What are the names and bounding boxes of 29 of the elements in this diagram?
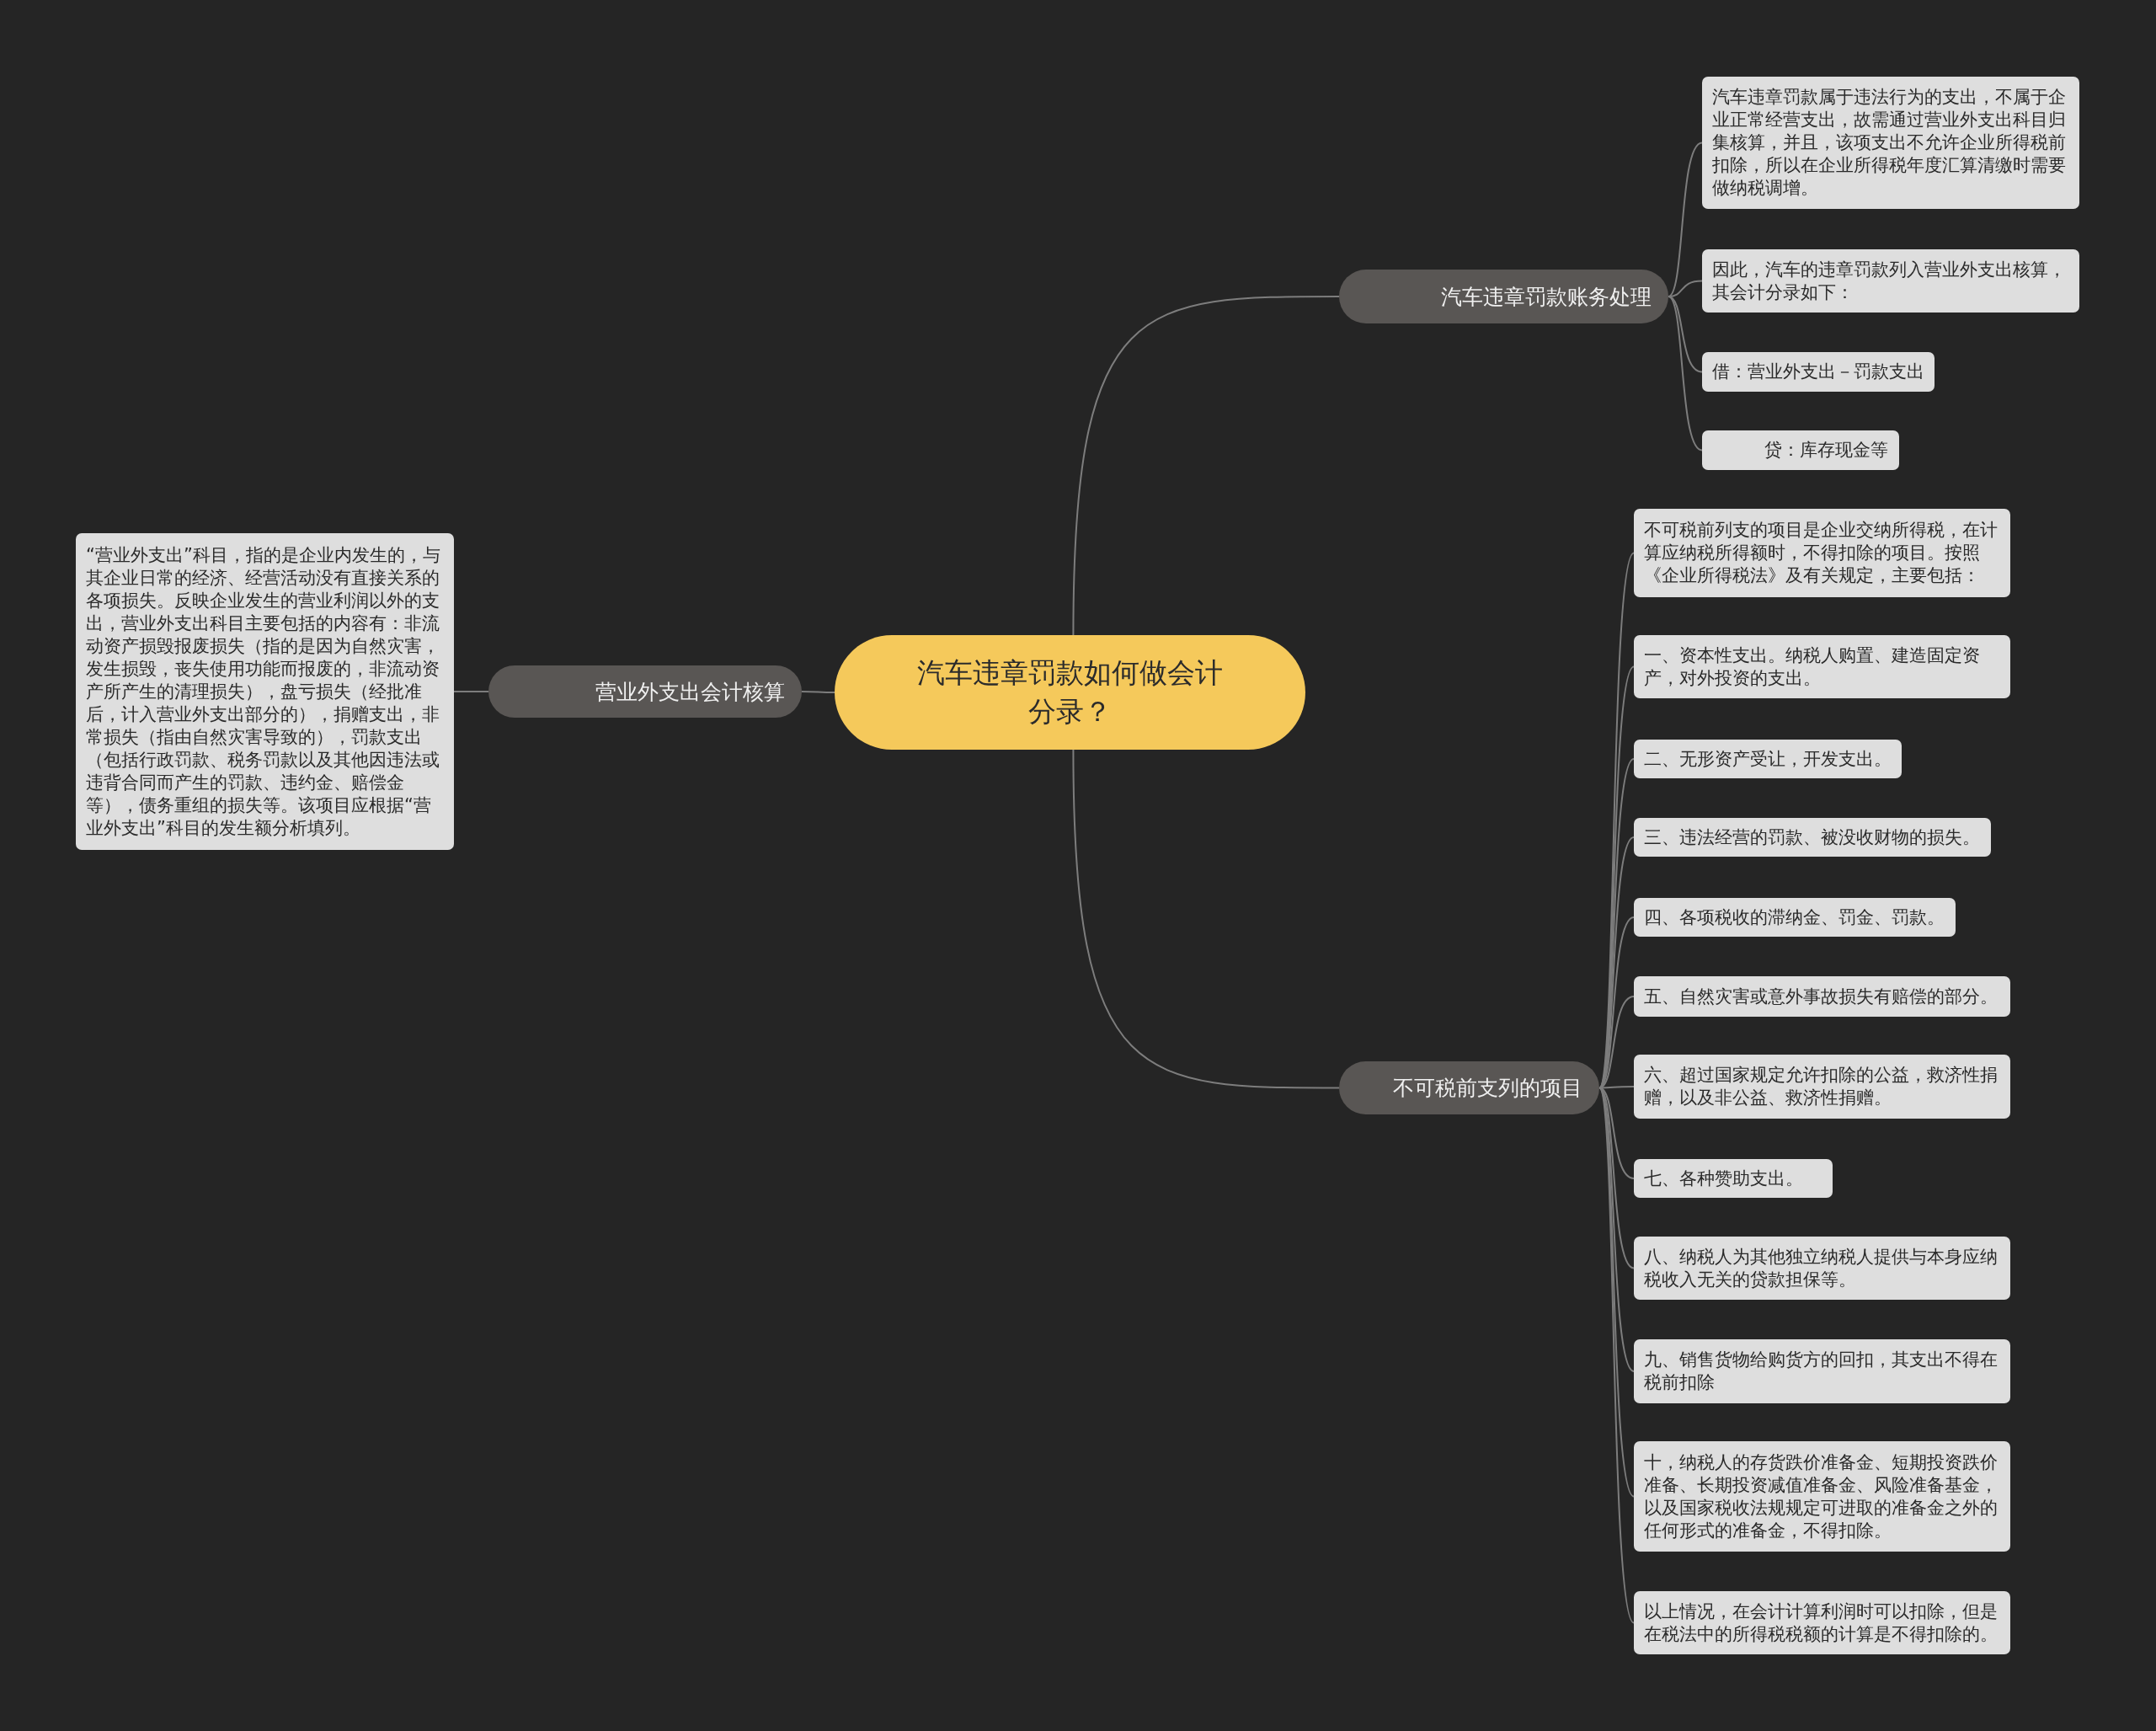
note-card: “营业外支出”科目，指的是企业内发生的，与其企业日常的经济、经营活动没有直接关系的各项损失。反映企业发生的营业利润以外的支出，营业外支出科目主要包括的内容有：非流动资产损毁报废损失（指的是因为自然灾害，发生损毁，丧失使用功能而报废的，非流动资产所产生的清理损失），盘亏损失（经批准后，计入营业外支出部分的），捐赠支出，非常损失（指由自然灾害导致的），罚款支出（包括行政罚款、税务罚款以及其他因违法或违背合同而产生的罚款、违约金、赔偿金等），债务重组的损失等。该项目应根据“营业外支出”科目的发生额分析填列。 xyxy=(76,533,454,850)
connector-line xyxy=(801,691,835,693)
connector-line xyxy=(1668,296,1703,451)
connector-line xyxy=(1598,1087,1635,1624)
note-card: 一、资本性支出。纳税人购置、建造固定资产，对外投资的支出。 xyxy=(1634,635,2010,698)
central-topic: 汽车违章罚款如何做会计分录？ xyxy=(835,635,1305,750)
note-card: 四、各项税收的滞纳金、罚金、罚款。 xyxy=(1634,898,1956,937)
connector-line xyxy=(453,691,489,692)
note-card: 六、超过国家规定允许扣除的公益，救济性捐赠，以及非公益、救济性捐赠。 xyxy=(1634,1055,2010,1119)
note-card: 借：营业外支出－罚款支出 xyxy=(1702,352,1935,392)
note-card: 七、各种赞助支出。 xyxy=(1634,1159,1833,1198)
note-card: 十，纳税人的存货跌价准备金、短期投资跌价准备、长期投资减值准备金、风险准备基金，以及国家税收法规规定可进取的准备金之外的任何形式的准备金，不得扣除。 xyxy=(1634,1441,2010,1552)
note-card: 贷：库存现金等 xyxy=(1702,430,1899,470)
connector-line xyxy=(1668,142,1703,297)
note-card: 五、自然灾害或意外事故损失有赔偿的部分。 xyxy=(1634,976,2010,1017)
note-card: 三、违法经营的罚款、被没收财物的损失。 xyxy=(1634,818,1991,857)
note-card: 八、纳税人为其他独立纳税人提供与本身应纳税收入无关的贷款担保等。 xyxy=(1634,1237,2010,1300)
note-card: 以上情况，在会计计算利润时可以扣除，但是在税法中的所得税税额的计算是不得扣除的。 xyxy=(1634,1591,2010,1654)
note-card: 九、销售货物给购货方的回扣，其支出不得在税前扣除 xyxy=(1634,1339,2010,1403)
branch-topic: 营业外支出会计核算 xyxy=(488,665,802,718)
connector-line xyxy=(1072,296,1340,636)
note-card: 汽车违章罚款属于违法行为的支出，不属于企业正常经营支出，故需通过营业外支出科目归集核算，并且，该项支出不允许企业所得税前扣除，所以在企业所得税年度汇算清缴时需要做纳税调增。 xyxy=(1702,77,2079,209)
connector-line xyxy=(1668,280,1703,297)
note-card: 不可税前列支的项目是企业交纳所得税，在计算应纳税所得额时，不得扣除的项目。按照《企业所得税法》及有关规定，主要包括： xyxy=(1634,509,2010,597)
note-card: 二、无形资产受让，开发支出。 xyxy=(1634,740,1902,778)
branch-topic: 汽车违章罚款账务处理 xyxy=(1339,270,1668,323)
branch-topic: 不可税前支列的项目 xyxy=(1339,1061,1599,1114)
note-card: 因此，汽车的违章罚款列入营业外支出核算，其会计分录如下： xyxy=(1702,249,2079,313)
connector-line xyxy=(1072,749,1340,1089)
